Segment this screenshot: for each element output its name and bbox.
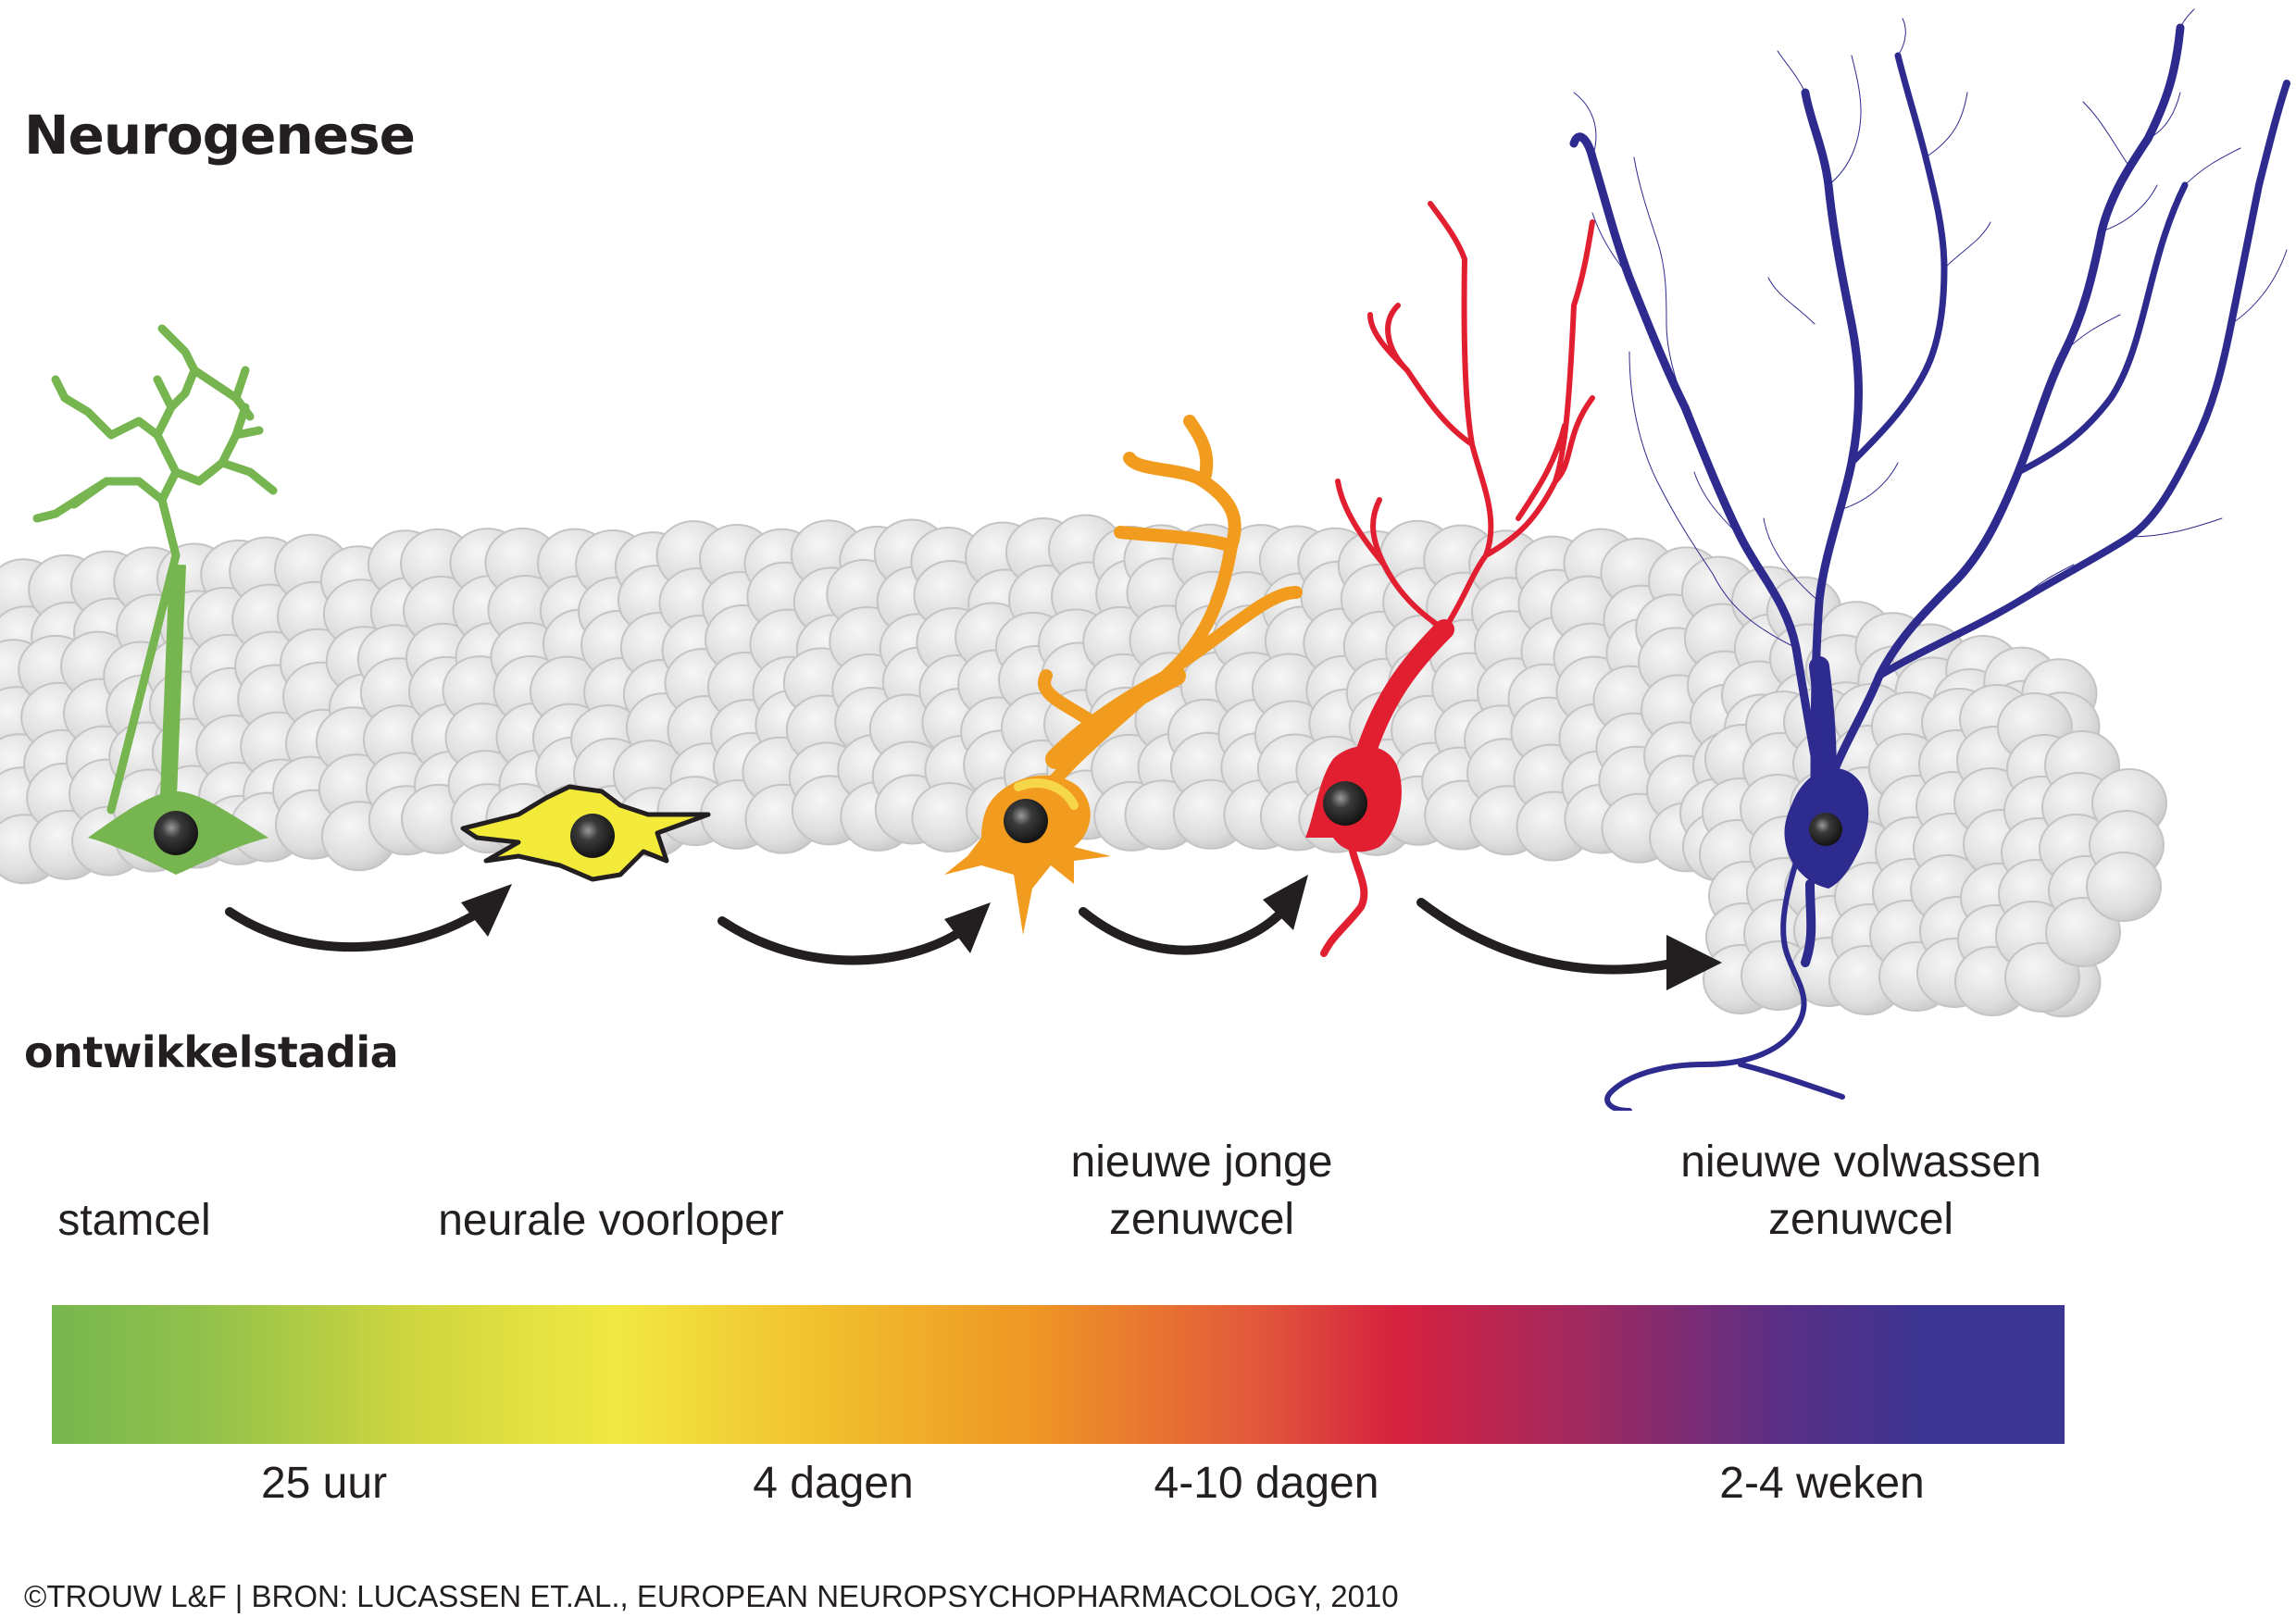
young-neuron-red (1305, 201, 1595, 957)
page-title: Neurogenese (24, 104, 416, 167)
young-neuron-orange (944, 415, 1303, 935)
progression-arrows (225, 898, 1680, 975)
arrow-heads (461, 875, 1722, 990)
timeline-label: 25 uur (260, 1459, 388, 1508)
stage-label: neurale voorloper (438, 1192, 784, 1250)
stem-cell (32, 324, 278, 875)
timeline-gradient-bar (52, 1305, 2065, 1444)
stage-label-line: stamcel (57, 1196, 211, 1245)
mature-neuron (1569, 8, 2290, 1111)
timeline-label: 4 dagen (753, 1459, 914, 1508)
stage-label: nieuwe jonge zenuwcel (1071, 1134, 1333, 1249)
progenitor-cell (460, 784, 711, 882)
neurogenesis-illustration (0, 8, 2290, 1111)
stage-label-line: nieuwe jonge (1070, 1138, 1333, 1187)
timeline-label: 4-10 dagen (1154, 1459, 1379, 1508)
tissue-cell (2086, 852, 2162, 922)
source-credit: ©TROUW L&F | BRON: LUCASSEN ET.AL., EURO… (24, 1579, 1399, 1613)
stage-label: stamcel (57, 1192, 210, 1250)
stages-heading: ontwikkelstadia (24, 1027, 399, 1077)
stage-label-line: nieuwe volwassen (1680, 1138, 2041, 1187)
stage-label-line: neurale voorloper (438, 1196, 784, 1245)
timeline-label: 2-4 weken (1719, 1459, 1925, 1508)
stage-label-line: zenuwcel (1767, 1195, 1954, 1244)
stage-label: nieuwe volwassen zenuwcel (1680, 1134, 2041, 1249)
stage-label-line: zenuwcel (1108, 1195, 1295, 1244)
